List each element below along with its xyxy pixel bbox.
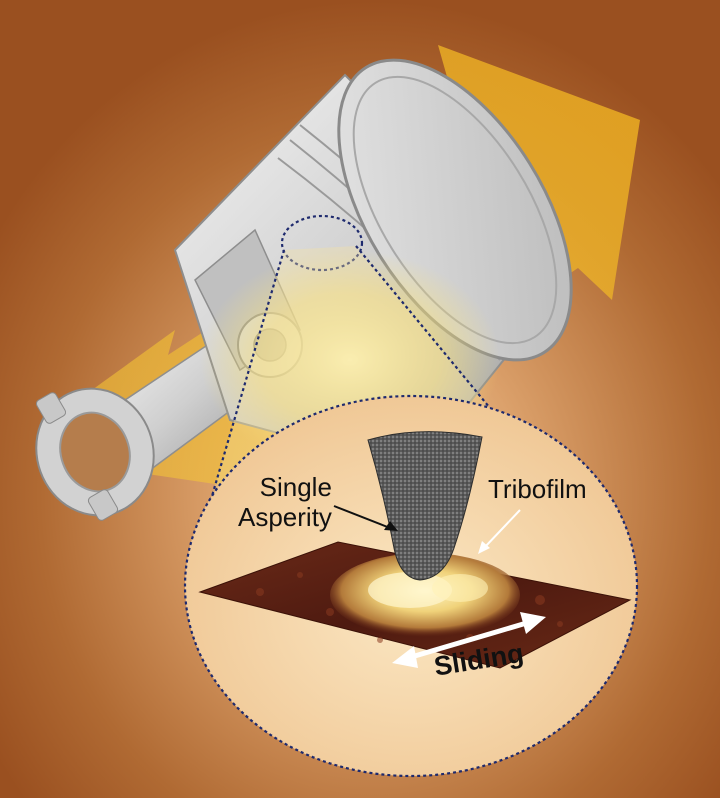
tribofilm-label: Tribofilm — [488, 474, 587, 504]
zoom-source-marker — [280, 214, 364, 272]
label-pointers — [333, 505, 521, 554]
single-asperity-line1: Single — [259, 472, 332, 502]
sample-surface — [198, 541, 632, 669]
sliding-arrow-icon — [392, 612, 546, 668]
single-asperity-line2: Asperity — [238, 502, 332, 532]
single-asperity-label: Single Asperity — [238, 472, 332, 532]
